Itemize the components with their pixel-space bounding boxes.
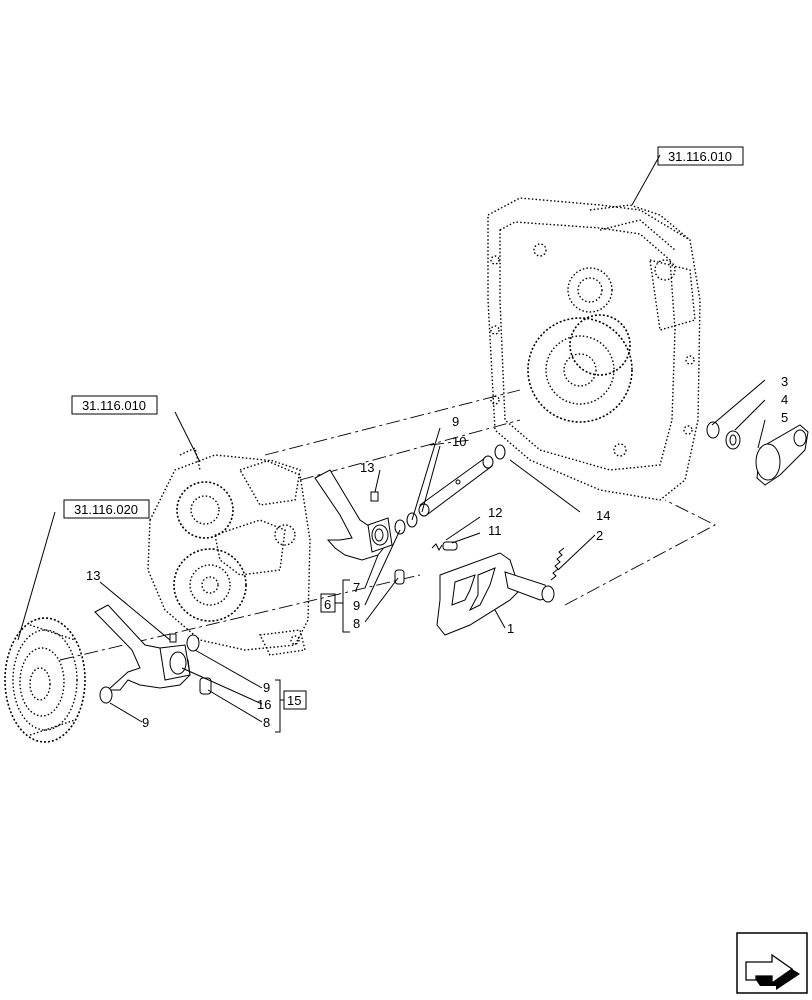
callout-9: 9: [353, 598, 360, 613]
selector-plate: [436, 552, 555, 636]
pin-upper: [394, 569, 405, 585]
leader-lines: [17, 154, 766, 723]
reference-box-top-right[interactable]: 31.116.010: [657, 146, 744, 166]
set-screw-lower: [169, 633, 177, 643]
pin-11: [431, 541, 458, 552]
drive-gear: [4, 617, 86, 743]
ring-lower-1: [186, 634, 200, 652]
callout-13: 13: [360, 460, 374, 475]
ring-lower-2: [99, 686, 113, 704]
callout-1: 1: [507, 621, 514, 636]
callout-labels: 3 4 5 9 10 13 14 12 11 2 1 7 6 9 8 13 9 …: [86, 374, 788, 730]
callout-8: 8: [263, 715, 270, 730]
callout-3: 3: [781, 374, 788, 389]
shift-fork-upper: [314, 469, 393, 561]
axis-lines: [59, 389, 716, 661]
shift-fork-lower: [94, 604, 191, 691]
callout-9: 9: [452, 414, 459, 429]
callout-7: 7: [353, 580, 360, 595]
callout-16: 16: [257, 697, 271, 712]
callout-15: 15: [287, 693, 301, 708]
reference-box-left-middle[interactable]: 31.116.010: [71, 395, 158, 415]
callout-5: 5: [781, 410, 788, 425]
rear-housing: [487, 197, 701, 501]
svg-text:31.116.020: 31.116.020: [74, 502, 138, 517]
group-brackets: [275, 579, 350, 733]
next-page-arrow-icon[interactable]: [736, 932, 808, 994]
svg-text:31.116.010: 31.116.010: [668, 149, 732, 164]
callout-8: 8: [353, 616, 360, 631]
o-ring-14: [494, 444, 506, 460]
reference-box-left-lower[interactable]: 31.116.020: [63, 499, 150, 519]
front-housing: [147, 446, 311, 656]
lever-5: [755, 424, 809, 486]
spring: [550, 547, 565, 581]
shift-shaft: [418, 455, 494, 517]
set-screw-upper: [370, 491, 379, 502]
callout-2: 2: [596, 528, 603, 543]
callout-6: 6: [324, 597, 331, 612]
callout-12: 12: [488, 505, 502, 520]
callout-9: 9: [142, 715, 149, 730]
callout-11: 11: [488, 523, 502, 538]
callout-4: 4: [781, 392, 788, 407]
callout-9: 9: [263, 680, 270, 695]
bushing-4-inner: [729, 434, 737, 446]
svg-text:31.116.010: 31.116.010: [82, 398, 146, 413]
ring-upper-1: [394, 519, 406, 535]
callout-10: 10: [452, 434, 466, 449]
callout-13: 13: [86, 568, 100, 583]
ring-3: [706, 421, 720, 439]
callout-14: 14: [596, 508, 610, 523]
